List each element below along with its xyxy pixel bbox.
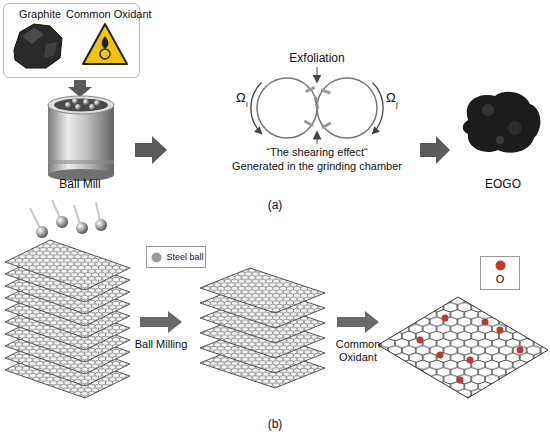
flake [321,122,331,130]
powder-grain [482,104,494,116]
flake [305,86,315,93]
warning-triangle [83,24,127,64]
box-label: Common Oxidant [66,8,140,21]
mill-band [48,160,114,164]
oxygen-atom [457,377,464,384]
rock-facet [44,42,58,58]
flake [321,88,331,94]
oxygen-atom [437,352,444,359]
eogo-powder [463,92,541,153]
graphene-sheet [378,297,548,398]
falling-steel-balls [36,216,107,238]
legend-item: O [480,256,520,290]
block-arrow [135,136,167,164]
ball-icon [495,260,506,271]
steel-ball [76,222,88,234]
powder-grain [496,136,504,144]
step-label: Common Oxidant [328,338,388,363]
falling-steel-balls [30,200,100,228]
oxygen-atom [442,315,449,322]
steel-ball [95,219,107,231]
steel-ball [89,104,95,110]
grinding-ball [317,78,377,138]
subscript: i [246,100,254,109]
motion-streak [74,205,80,224]
steel-ball [65,102,71,108]
panel-label: (b) [255,418,295,432]
exfoliated-layers [200,268,325,388]
rotation-symbol: Ω [386,91,400,106]
steel-ball [72,98,78,104]
steel-ball [36,226,48,238]
oxygen-atom [417,337,424,344]
steel-ball [75,104,81,110]
legend-text: O [481,273,519,286]
mill-opening [54,99,108,112]
force-arrow [316,132,318,144]
flake [304,120,314,128]
step-label: Ball Milling [121,338,201,351]
component-label: Ball Mill [40,178,120,192]
oxidant-ring [100,49,110,59]
product-label: EOGO [473,178,533,192]
block-arrow [337,311,379,333]
steel-ball [56,216,68,228]
graphene-layer [5,240,130,290]
note-text: “The shearing effect“ [217,146,417,159]
process-label: Exfoliation [267,52,367,66]
block-arrow [420,136,450,164]
motion-streak [96,202,100,221]
ball-mill [48,96,114,181]
mill-body [48,105,114,175]
flake [314,97,319,109]
oxygen-atom [517,347,524,354]
ball-sample [496,261,506,271]
rotation-arrow [373,83,384,134]
oxidant-hazard-symbol [83,24,127,64]
shearing-diagram [251,67,383,144]
ball-icon [151,252,162,263]
note-text: Generated in the grinding chamber [207,160,427,173]
oxygen-atom [482,319,489,326]
legend-item: Steel ball [146,246,206,268]
motion-streak [52,200,60,218]
graphene-oxide-sheet [378,297,548,398]
input-box: GraphiteCommon Oxidant [3,3,140,78]
rock-facet [22,28,44,44]
powder-blob [463,92,541,153]
rotation-symbol: Ω [236,91,250,106]
steel-ball [94,100,100,106]
oxygen-atom [467,357,474,364]
graphite-stack [5,240,130,398]
graphene-layer [200,268,325,313]
panel-label: (a) [255,199,295,213]
mill-rim [48,96,114,114]
steel-ball [83,99,89,105]
block-arrow [140,311,182,333]
graphite-rock [14,24,62,68]
motion-streak [30,208,40,228]
box-label: Graphite [12,8,68,21]
subscript: j [396,100,404,109]
flame [102,36,109,49]
rock-shape [14,24,62,68]
legend-text: Steel ball [165,252,205,262]
rotation-arrow [251,83,262,134]
grinding-ball [257,78,317,138]
block-arrow [68,80,92,97]
force-arrow [316,67,318,82]
ball-sample [152,253,162,263]
oxygen-atom [497,327,504,334]
powder-grain [508,121,522,135]
